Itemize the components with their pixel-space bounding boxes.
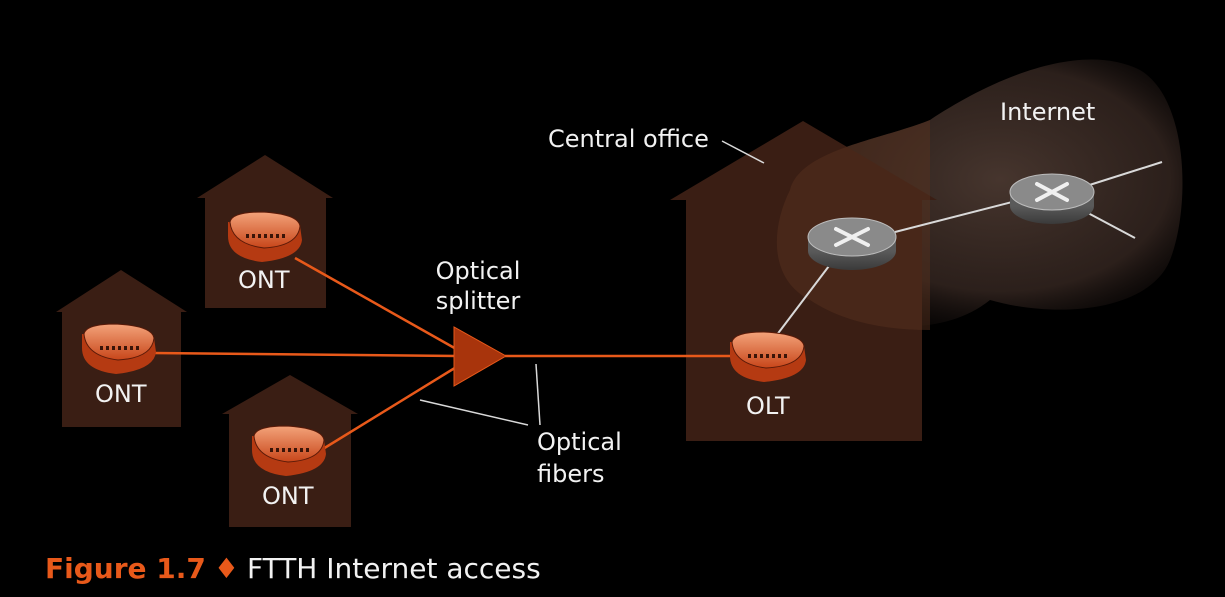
ont-modem-icon [82, 323, 156, 374]
link-olt-router [772, 261, 833, 341]
central-office-label: Central office [548, 125, 709, 153]
link-router-router [894, 199, 1021, 233]
ont-modem-icon [252, 425, 326, 476]
router-2 [1009, 173, 1095, 224]
olt-device [730, 331, 806, 382]
ont-top-device [228, 211, 302, 262]
olt-label: OLT [746, 392, 790, 420]
central-office-leader [721, 140, 765, 164]
ont-modem-icon [228, 211, 302, 262]
ont-top-label: ONT [238, 266, 290, 294]
optical-fibers-label: Optical fibers [537, 428, 622, 488]
router-1 [807, 217, 897, 270]
optical-fibers-line2: fibers [537, 460, 605, 488]
optical-splitter-line1: Optical [435, 257, 521, 285]
splitter-triangle-icon [453, 326, 508, 387]
internet-label: Internet [1000, 98, 1096, 126]
ont-left-label: ONT [95, 380, 147, 408]
ont-left-device [82, 323, 156, 374]
ont-bottom-label: ONT [262, 482, 314, 510]
olt-device-icon [730, 331, 806, 382]
router-icon [807, 217, 897, 270]
ont-bottom-device [252, 425, 326, 476]
figure-number: Figure 1.7 [45, 552, 206, 585]
fibers-leader-1 [419, 399, 529, 426]
fibers-leader-2 [535, 363, 541, 426]
optical-splitter-label: Optical splitter [420, 257, 536, 315]
figure-title: FTTH Internet access [246, 552, 541, 585]
figure-caption: Figure 1.7♦FTTH Internet access [45, 552, 541, 586]
optical-fibers-line1: Optical [537, 428, 622, 456]
link-router-out2 [1087, 212, 1136, 239]
router-icon [1009, 173, 1095, 224]
diamond-separator-icon: ♦ [213, 552, 239, 585]
optical-splitter-line2: splitter [435, 287, 521, 315]
link-router-out1 [1079, 161, 1163, 189]
fiber-bottom [317, 364, 459, 454]
fiber-left [151, 351, 459, 358]
fiber-top [294, 256, 459, 352]
